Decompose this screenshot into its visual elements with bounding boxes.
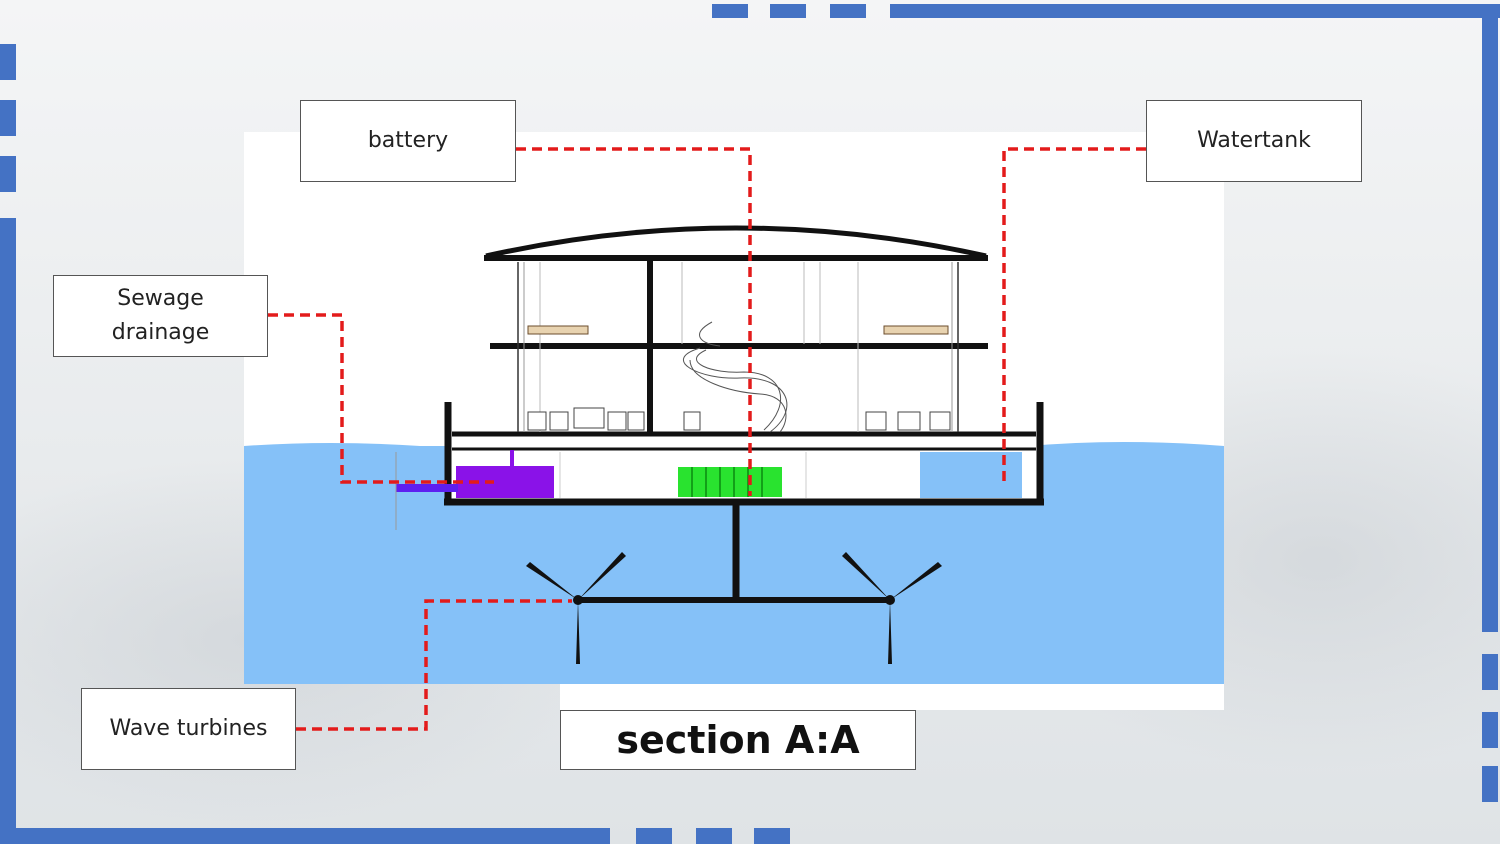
sewage-label: Sewage drainage [111,286,210,345]
frame-top-bar [890,4,1500,18]
drawing-panel-extension [560,684,1224,710]
bed-right [883,325,949,335]
frame-bottom-dash-1 [636,828,672,844]
bed-left [527,325,589,335]
frame-top-dash-1 [712,4,748,18]
frame-top-dash-2 [770,4,806,18]
turbine-right [842,552,942,664]
frame-left-dash-3 [0,156,16,192]
battery-label: battery [367,128,449,153]
frame-bottom-dash-2 [696,828,732,844]
frame-top-dash-3 [830,4,866,18]
watertank-label-box: Watertank [1146,100,1362,182]
spiral-staircase [683,321,788,433]
furniture [527,407,951,431]
turbine-left [526,552,626,664]
turbine-leader [296,599,572,731]
frame-right-dash-3 [1482,766,1498,802]
battery-leader [516,147,752,496]
frame-left-bar [0,218,16,844]
turbines-label: Wave turbines [109,716,268,741]
frame-bottom-bar [0,828,610,844]
frame-bottom-dash-3 [754,828,790,844]
sewage-pipe [396,484,458,492]
frame-right-dash-2 [1482,712,1498,748]
battery-label-box: battery [300,100,516,182]
watertank-label: Watertank [1197,128,1311,153]
callout-leaders [268,147,1146,731]
sewage-leader [268,313,494,484]
battery-bank [678,467,782,497]
frame-left-dash-2 [0,100,16,136]
turbines-label-box: Wave turbines [81,688,296,770]
frame-left-dash-1 [0,44,16,80]
sewage-label-box: Sewage drainage [53,275,268,357]
section-title-box: section A:A [560,710,916,770]
frame-right-bar [1482,4,1498,632]
section-title: section A:A [616,718,860,762]
frame-right-dash-1 [1482,654,1498,690]
curved-roof [485,225,987,259]
watertank-body [920,452,1022,498]
